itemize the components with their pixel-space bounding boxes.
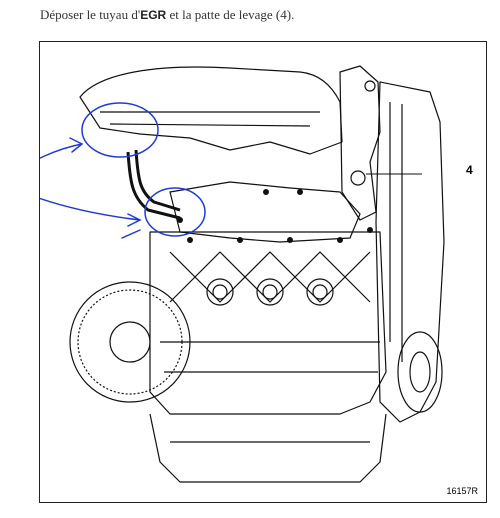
flywheel: [69, 281, 191, 403]
instruction-prefix: Déposer le tuyau d': [40, 7, 141, 22]
timing-cover: [375, 81, 445, 423]
callout-label-4: 4: [466, 163, 473, 177]
instruction-suffix: et la patte de levage (4).: [166, 7, 295, 22]
annotation-arrow-upper: [40, 137, 84, 159]
egr-pipe: [126, 151, 181, 220]
engine-figure: 4 16157R: [39, 41, 487, 503]
figure-reference: 16157R: [446, 486, 478, 496]
annotation-arrow-lower: [40, 197, 142, 227]
exhaust-manifold: [169, 181, 361, 243]
crank-pulley: [397, 331, 443, 413]
cylinder-block: [149, 231, 387, 415]
oil-sump: [149, 413, 387, 483]
intake-manifold: [79, 66, 343, 155]
annotation-circle-lower: [144, 187, 206, 237]
instruction-bold-term: EGR: [140, 8, 167, 22]
engine-drawing: [40, 65, 445, 483]
annotation-circle-upper: [81, 102, 159, 158]
instruction-text: Déposer le tuyau d'EGR et la patte de le…: [40, 7, 490, 23]
